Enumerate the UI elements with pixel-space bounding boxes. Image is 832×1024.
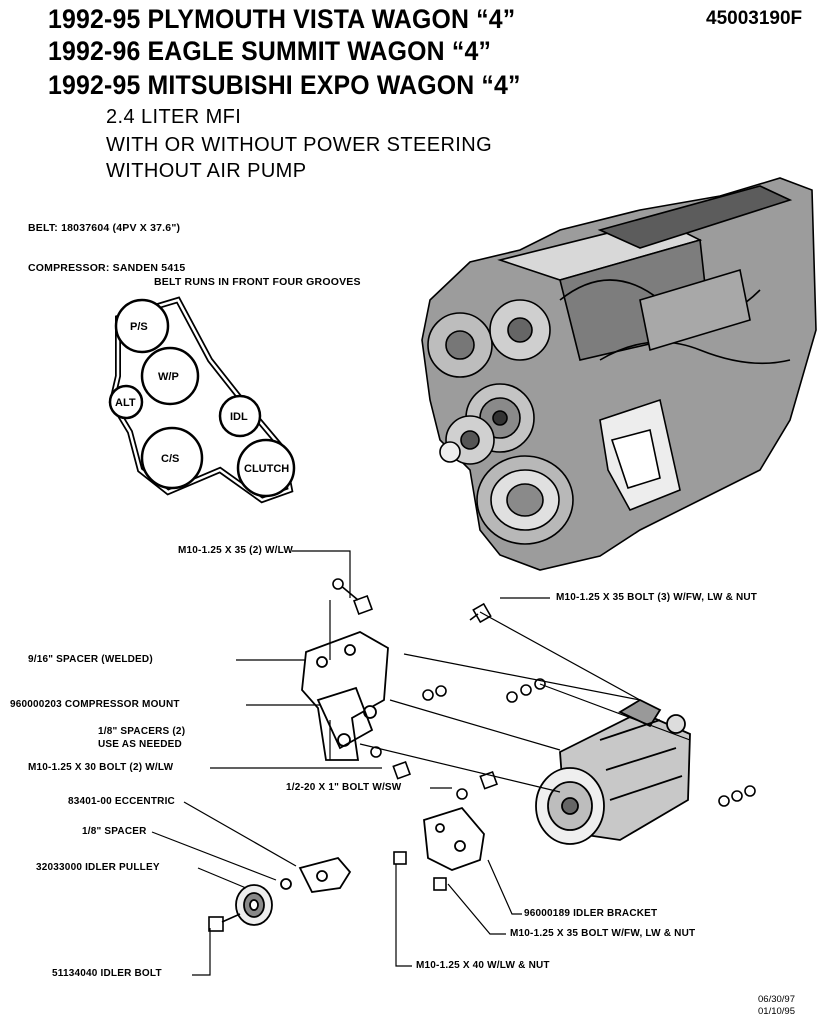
pulley-cs [140, 426, 204, 490]
air-pump-spec: WITHOUT AIR PUMP [106, 160, 307, 182]
pulley-label-ps: P/S [130, 321, 148, 333]
callout-idler-pulley: 32033000 IDLER PULLEY [36, 862, 160, 873]
idler-pulley-part [235, 878, 292, 926]
callout-bolt-top: M10-1.25 X 35 (2) W/LW [178, 545, 293, 556]
footer-date-2: 01/10/95 [758, 1006, 795, 1017]
engine-spec: 2.4 LITER MFI [106, 106, 242, 128]
compressor-body [535, 698, 691, 845]
callout-bolt-m10-35-fw: M10-1.25 X 35 BOLT W/FW, LW & NUT [510, 928, 696, 939]
pulley-idl [218, 394, 262, 438]
callout-compressor-mount: 960000203 COMPRESSOR MOUNT [10, 699, 180, 710]
title-vista-wagon: 1992-95 PLYMOUTH VISTA WAGON “4” [48, 4, 516, 34]
bolts-and-nuts [208, 578, 756, 932]
belt-spec: BELT: 18037604 (4PV X 37.6") [28, 222, 181, 234]
pulley-label-wp: W/P [158, 371, 179, 383]
callout-bolt-m10-40: M10-1.25 X 40 W/LW & NUT [416, 960, 550, 971]
callout-bolt-right: M10-1.25 X 35 BOLT (3) W/FW, LW & NUT [556, 592, 758, 603]
belt-note: BELT RUNS IN FRONT FOUR GROOVES [154, 276, 361, 288]
callout-bolt-m10-30: M10-1.25 X 30 BOLT (2) W/LW [28, 762, 174, 773]
leader-lines [151, 550, 691, 976]
footer-date-1: 06/30/97 [758, 994, 795, 1005]
engine-illustration [421, 177, 817, 571]
part-number: 45003190F [706, 8, 803, 29]
pulley-label-idl: IDL [230, 411, 248, 423]
pulley-label-clutch: CLUTCH [244, 463, 289, 475]
callout-idler-bolt: 51134040 IDLER BOLT [52, 968, 162, 979]
compressor-mount-bracket [301, 631, 389, 761]
idler-bracket [423, 806, 485, 871]
eccentric-part [298, 856, 352, 893]
compressor-spec: COMPRESSOR: SANDEN 5415 [28, 262, 186, 274]
callout-spacer-welded: 9/16" SPACER (WELDED) [28, 654, 153, 665]
steering-spec: WITH OR WITHOUT POWER STEERING [106, 134, 493, 156]
callout-spacers: 1/8" SPACERS (2) [98, 726, 186, 737]
title-eagle-summit: 1992-96 EAGLE SUMMIT WAGON “4” [48, 36, 492, 66]
pulley-alt [108, 384, 144, 420]
pulley-ps [114, 298, 170, 354]
callout-eccentric: 83401-00 ECCENTRIC [68, 796, 175, 807]
callout-spacer-eighth: 1/8" SPACER [82, 826, 147, 837]
title-mitsubishi-expo: 1992-95 MITSUBISHI EXPO WAGON “4” [48, 70, 521, 100]
callout-idler-bracket: 96000189 IDLER BRACKET [524, 908, 658, 919]
callout-bolt-half: 1/2-20 X 1" BOLT W/SW [286, 782, 402, 793]
pulley-label-cs: C/S [161, 453, 179, 465]
pulley-wp [140, 346, 200, 406]
pulley-clutch [236, 438, 296, 498]
pulley-label-alt: ALT [115, 397, 136, 409]
callout-spacers-note: USE AS NEEDED [98, 739, 182, 750]
